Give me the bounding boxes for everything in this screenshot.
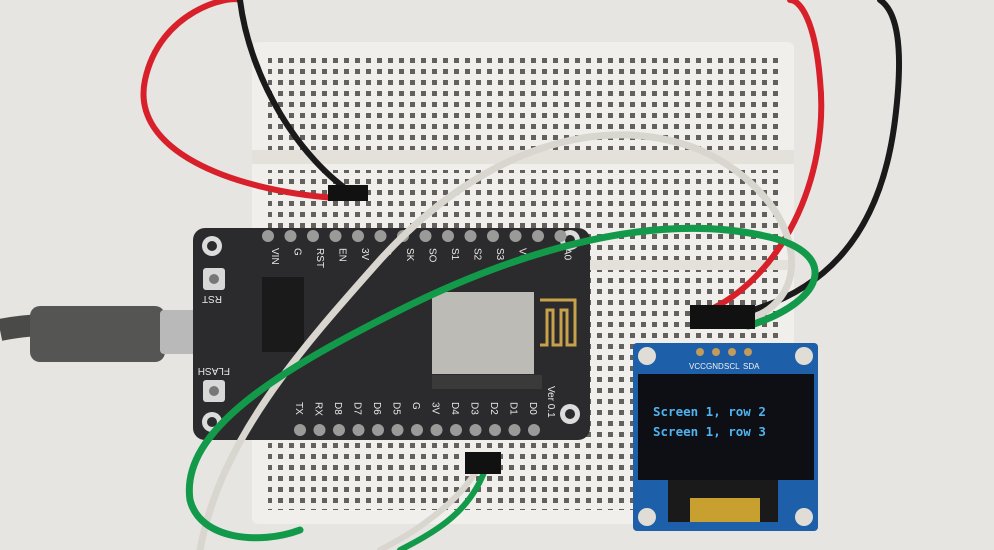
pin-hole: [313, 424, 326, 436]
pin-hole: [469, 424, 482, 436]
pin-hole: [554, 230, 567, 242]
top-pin-label: 3V: [359, 248, 370, 261]
bottom-pin-label: TX: [293, 402, 304, 415]
oled-line-2: Screen 1, row 3: [653, 424, 766, 439]
pin-hole: [442, 230, 454, 242]
oled-display: VCC GND SCL SDA Screen 1, row 2 Screen 1…: [633, 343, 818, 531]
pin-hole: [329, 230, 342, 242]
bottom-pin-label: D4: [449, 402, 460, 415]
top-pin-label: VU: [517, 248, 528, 262]
oled-pin-vcc: VCC: [689, 362, 706, 371]
pin-hole: [430, 424, 443, 436]
oled-line-1: Screen 1, row 2: [653, 404, 766, 419]
pin-hole: [509, 230, 522, 242]
pin-hole: [333, 424, 345, 436]
bottom-pin-label: D8: [332, 402, 343, 415]
top-pin-label: RST: [314, 248, 325, 268]
pin-hole: [411, 424, 423, 436]
wires: [140, 0, 902, 550]
bottom-pin-label: D3: [469, 402, 480, 415]
pin-hole: [464, 230, 477, 242]
oled-pin-gnd: GND: [706, 362, 724, 371]
antenna: [540, 298, 577, 347]
oled-pin-sda: SDA: [743, 362, 760, 371]
pin-hole: [284, 230, 297, 242]
top-pin-label: S1: [449, 248, 460, 261]
top-pin-label: SK: [404, 248, 415, 262]
bottom-pin-label: RX: [313, 402, 324, 416]
pin-hole: [528, 424, 540, 436]
top-pin-label: S3: [494, 248, 505, 261]
bottom-pin-label: G: [410, 402, 421, 410]
pin-hole: [372, 424, 384, 436]
top-pin-label: A0: [562, 248, 573, 261]
bottom-pin-label: D2: [488, 402, 499, 415]
flash-label: FLASH: [198, 365, 230, 376]
pin-hole: [294, 424, 306, 436]
top-pin-label: S2: [472, 248, 483, 261]
version-label: Ver 0.1: [545, 386, 556, 418]
pin-hole: [489, 424, 501, 436]
bottom-pin-label: 3V: [430, 402, 441, 415]
top-pin-label: G: [292, 248, 303, 256]
oled-pin-scl: SCL: [724, 362, 740, 371]
pin-hole: [508, 424, 521, 436]
pin-hole: [419, 230, 432, 242]
pin-hole: [307, 230, 319, 242]
pin-hole: [262, 230, 274, 242]
pin-hole: [532, 230, 544, 242]
top-pin-label: SO: [427, 248, 438, 263]
pin-hole: [391, 424, 404, 436]
pin-hole: [450, 424, 462, 436]
pin-hole: [352, 230, 364, 242]
esp8266-module: [432, 292, 534, 374]
pin-hole: [352, 424, 365, 436]
bottom-pin-label: D1: [508, 402, 519, 415]
bottom-pin-label: D5: [391, 402, 402, 415]
usb-cable: [0, 306, 215, 362]
pin-hole: [487, 230, 499, 242]
rst-label: RST: [202, 293, 222, 304]
top-pin-label: VIN: [269, 248, 280, 265]
bottom-pin-label: D7: [352, 402, 363, 415]
bottom-pin-label: D0: [527, 402, 538, 415]
bottom-pin-label: D6: [371, 402, 382, 415]
pin-hole: [374, 230, 387, 242]
top-pin-label: EN: [337, 248, 348, 262]
oled-screen: [638, 374, 814, 480]
